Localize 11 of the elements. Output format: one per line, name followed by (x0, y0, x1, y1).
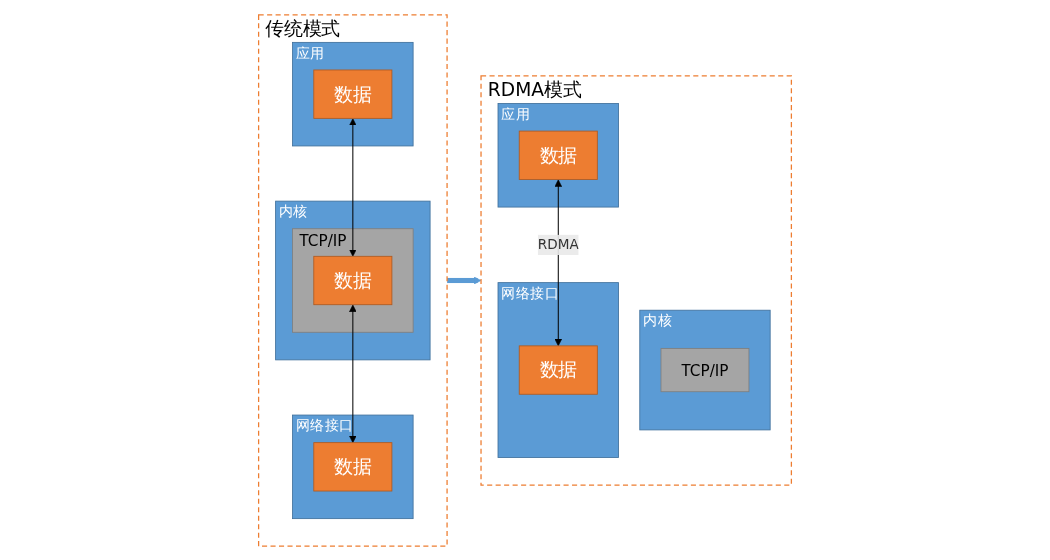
arrow (554, 179, 562, 346)
node-box: 数据 (313, 441, 393, 491)
arrow (447, 276, 482, 284)
arrow (349, 304, 357, 443)
node-box: 数据 (313, 69, 393, 119)
node-box: 数据 (313, 255, 393, 305)
edge-label: RDMA (537, 235, 579, 252)
node-box: 数据 (518, 130, 598, 180)
node-box: TCP/IP (660, 347, 750, 392)
node-box: 数据 (518, 344, 598, 395)
arrow (349, 117, 357, 257)
